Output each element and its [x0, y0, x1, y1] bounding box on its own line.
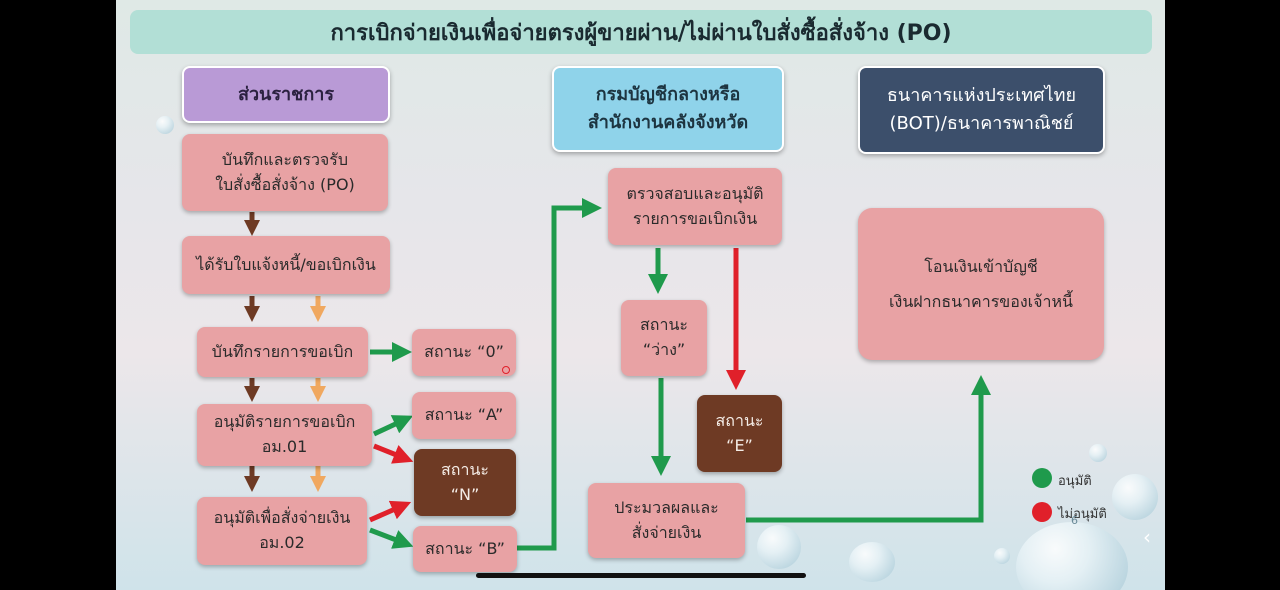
bubble-1 [156, 116, 174, 134]
legend-approved-dot [1032, 468, 1052, 488]
box-approve-payment: อนุมัติเพื่อสั่งจ่ายเงิน อม.02 [197, 497, 367, 565]
status-a-box: สถานะ “A” [412, 392, 516, 439]
receive-invoice-label: ได้รับใบแจ้งหนี้/ขอเบิกเงิน [196, 254, 376, 274]
verify-line1: ตรวจสอบและอนุมัติ [626, 183, 764, 203]
box-record-po: บันทึกและตรวจรับ ใบสั่งซื้อสั่งจ้าง (PO) [182, 134, 388, 211]
bubble-5 [1089, 444, 1107, 462]
status-e-line1: สถานะ [715, 410, 764, 430]
legend-not-approved-label: ไม่อนุมัติ [1058, 507, 1107, 522]
title-banner: การเบิกจ่ายเงินเพื่อจ่ายตรงผู้ขายผ่าน/ไม… [130, 10, 1152, 54]
bubble-3 [849, 542, 895, 582]
legend-not-approved-dot [1032, 502, 1052, 522]
approve-payment-line1: อนุมัติเพื่อสั่งจ่ายเงิน [213, 508, 351, 528]
slide-title: การเบิกจ่ายเงินเพื่อจ่ายตรงผู้ขายผ่าน/ไม… [330, 20, 952, 46]
header-comptroller-line2: สำนักงานคลังจังหวัด [587, 112, 749, 133]
record-po-line2: ใบสั่งซื้อสั่งจ้าง (PO) [215, 174, 355, 194]
home-indicator[interactable] [476, 573, 806, 578]
header-agency: ส่วนราชการ [182, 66, 390, 123]
status-e-line2: “E” [726, 435, 753, 455]
status-0-label: สถานะ “0” [424, 342, 504, 362]
flow-arrows [244, 198, 991, 551]
bubble-2 [757, 525, 801, 569]
transfer-line2: เงินฝากธนาคารของเจ้าหนี้ [889, 292, 1073, 311]
status-e-box: สถานะ “E” [697, 395, 782, 472]
header-bank-line1: ธนาคารแห่งประเทศไทย [886, 85, 1077, 107]
status-0-box: สถานะ “0” [412, 329, 516, 376]
status-n-line1: สถานะ [441, 459, 489, 479]
header-bank-line2: (BOT)/ธนาคารพาณิชย์ [889, 113, 1074, 134]
process-line2: สั่งจ่ายเงิน [631, 522, 702, 542]
arrow-process-to-transfer [746, 375, 991, 523]
approve-request-line1: อนุมัติรายการขอเบิก [213, 412, 356, 432]
bubble-6 [1112, 474, 1158, 520]
status-b-box: สถานะ “B” [413, 526, 517, 572]
arrow-approve-to-status-n [373, 443, 414, 464]
header-bank: ธนาคารแห่งประเทศไทย (BOT)/ธนาคารพาณิชย์ [858, 66, 1105, 154]
box-transfer-funds: โอนเงินเข้าบัญชี เงินฝากธนาคารของเจ้าหนี… [858, 208, 1104, 360]
arrow-approve-to-status-a [372, 415, 414, 437]
box-verify: ตรวจสอบและอนุมัติ รายการขอเบิกเงิน [608, 168, 782, 245]
arrow-payment-to-status-n [368, 500, 412, 523]
next-slide-chevron-icon[interactable]: ‹ [1143, 525, 1151, 549]
verify-line2: รายการขอเบิกเงิน [632, 208, 758, 228]
bubble-4 [994, 548, 1010, 564]
status-n-line2: “N” [450, 484, 480, 504]
header-agency-label: ส่วนราชการ [237, 83, 335, 105]
box-process-payment: ประมวลผลและ สั่งจ่ายเงิน [588, 483, 745, 558]
header-comptroller: กรมบัญชีกลางหรือ สำนักงานคลังจังหวัด [552, 66, 784, 152]
status-blank-line1: สถานะ [640, 315, 688, 335]
status-blank-line2: “ว่าง” [642, 340, 686, 359]
header-comptroller-line1: กรมบัญชีกลางหรือ [595, 84, 741, 106]
bubble-7 [1016, 522, 1128, 590]
approve-request-line2: อม.01 [261, 437, 308, 456]
box-receive-invoice: ได้รับใบแจ้งหนี้/ขอเบิกเงิน [182, 236, 390, 294]
status-n-box: สถานะ “N” [414, 449, 516, 516]
transfer-line1: โอนเงินเข้าบัญชี [924, 256, 1038, 276]
arrow-status-b-to-verify [517, 198, 602, 551]
status-a-label: สถานะ “A” [424, 405, 504, 425]
status-0-marker [502, 366, 510, 374]
slide: การเบิกจ่ายเงินเพื่อจ่ายตรงผู้ขายผ่าน/ไม… [116, 0, 1165, 590]
right-black-bar [1165, 0, 1280, 590]
status-blank-box: สถานะ “ว่าง” [621, 300, 707, 376]
page-number: 6 [1071, 514, 1078, 527]
process-line1: ประมวลผลและ [614, 497, 719, 517]
record-po-line1: บันทึกและตรวจรับ [221, 149, 349, 169]
box-approve-request: อนุมัติรายการขอเบิก อม.01 [197, 404, 372, 466]
legend-approved-label: อนุมัติ [1058, 474, 1092, 489]
record-request-label: บันทึกรายการขอเบิก [211, 341, 354, 361]
approve-payment-line2: อม.02 [259, 533, 305, 552]
arrow-payment-to-status-b [369, 527, 414, 549]
box-record-request: บันทึกรายการขอเบิก [197, 327, 368, 377]
status-b-label: สถานะ “B” [425, 538, 505, 558]
